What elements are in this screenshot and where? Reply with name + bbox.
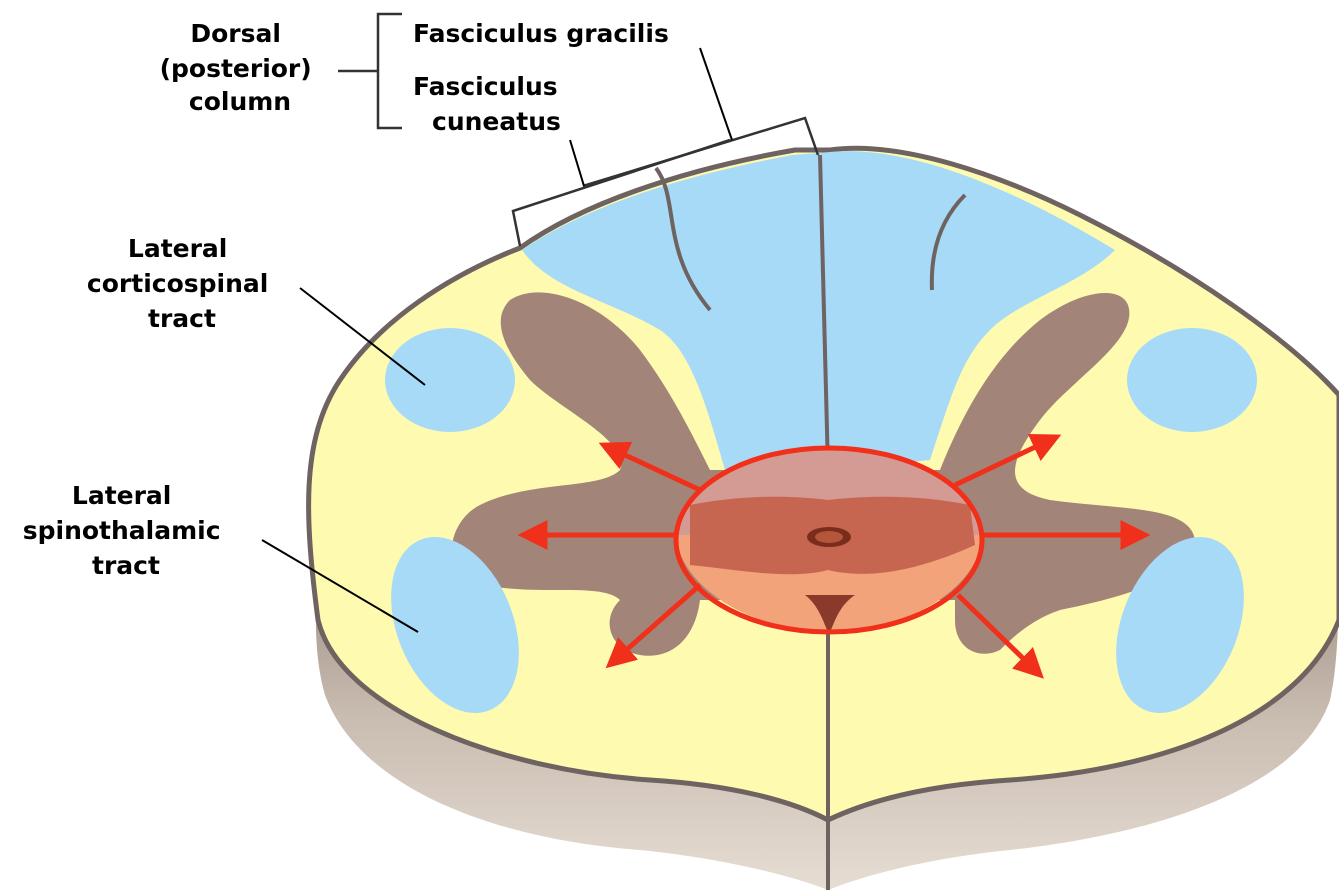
dorsal-column-label: Dorsal (posterior) column (160, 19, 321, 116)
lateral-spinothalamic-label: Lateral spinothalamic tract (23, 481, 230, 580)
dorsal-column-bracket (378, 14, 402, 128)
fasciculus-gracilis-label: Fasciculus gracilis (413, 19, 669, 48)
fasciculus-cuneatus-leader (570, 140, 584, 186)
right-lateral-corticospinal-tract (1127, 328, 1257, 432)
lateral-corticospinal-label: Lateral corticospinal tract (87, 234, 277, 333)
left-lateral-corticospinal-tract (385, 328, 515, 432)
fasciculus-cuneatus-label: Fasciculus cuneatus (413, 72, 566, 136)
central-lesion (676, 448, 982, 635)
fasciculus-gracilis-leader (700, 48, 732, 140)
